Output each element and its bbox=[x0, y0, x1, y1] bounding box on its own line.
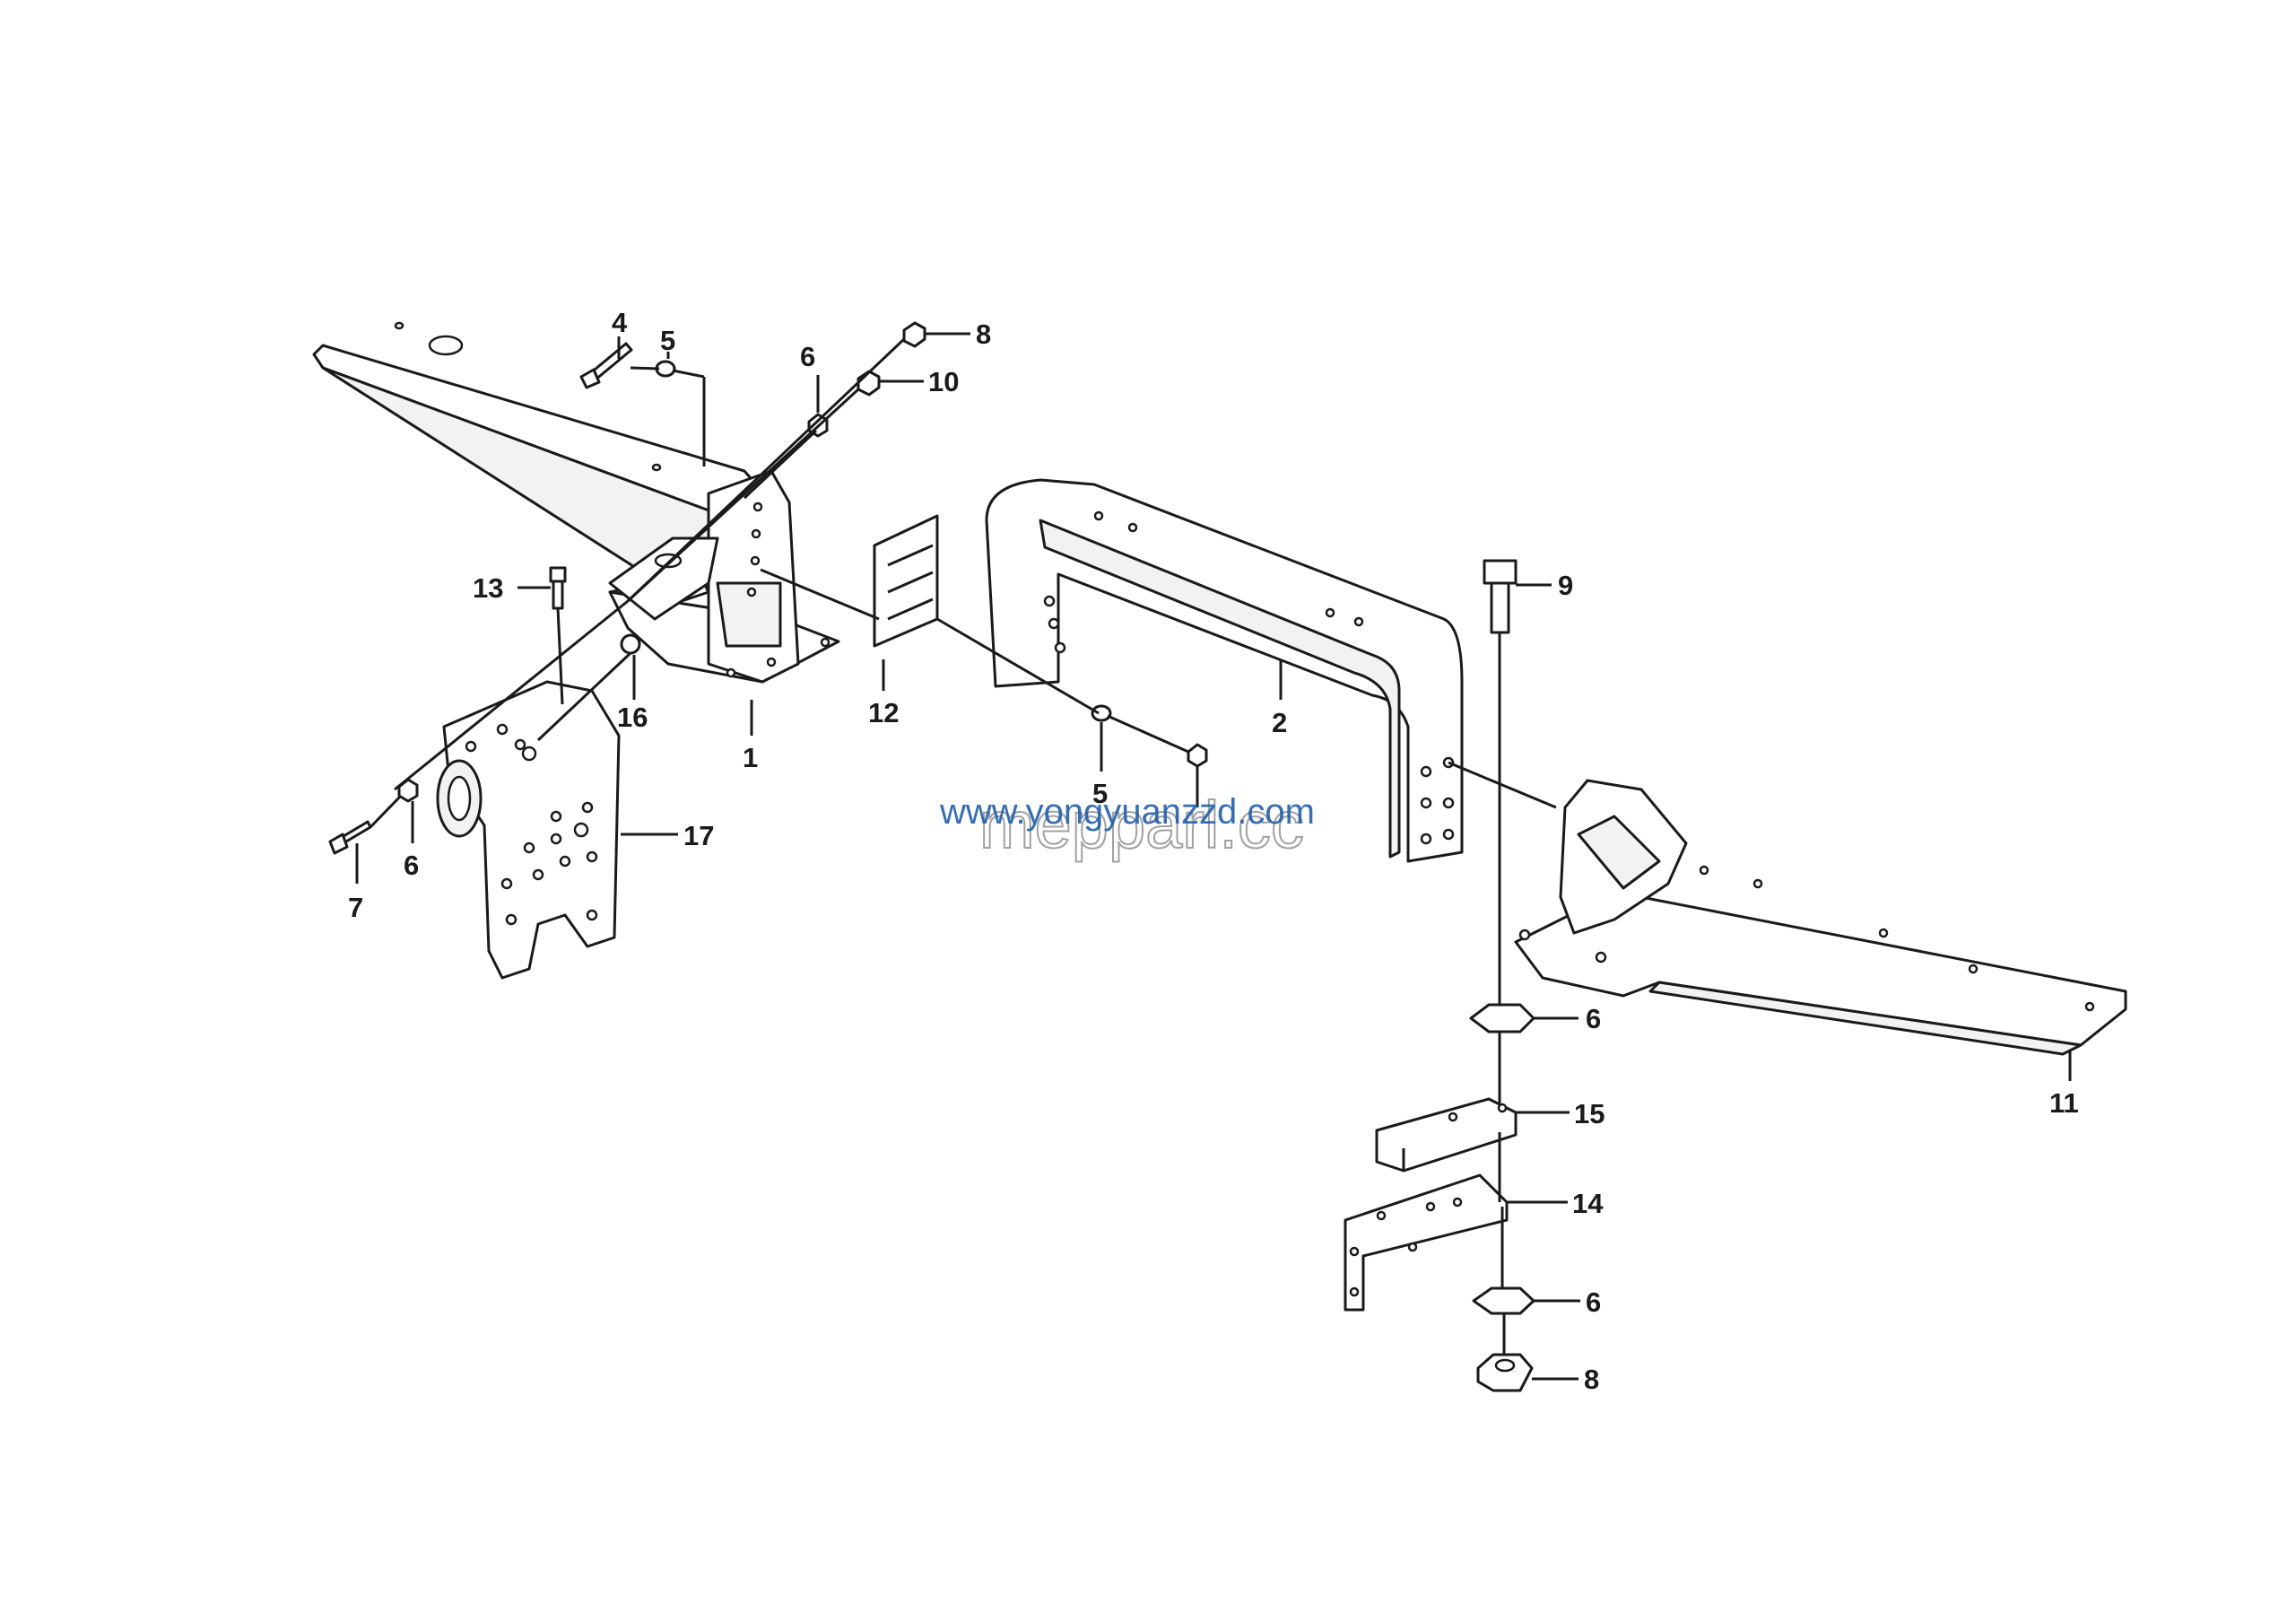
callout-1: 1 bbox=[743, 742, 758, 773]
callout-10: 10 bbox=[928, 366, 959, 397]
part-2-u-bridge bbox=[985, 478, 1464, 863]
callout-15: 15 bbox=[1574, 1098, 1605, 1129]
part-4-bolt bbox=[579, 342, 633, 389]
callout-5: 5 bbox=[660, 325, 675, 356]
part-1-left-arm-bracket bbox=[312, 321, 840, 684]
part-17-mounting-plate bbox=[436, 680, 621, 980]
part-8-nut bbox=[902, 321, 926, 348]
callout-2: 2 bbox=[1272, 707, 1287, 738]
part-9-bolt bbox=[1483, 559, 1518, 634]
callout-9: 9 bbox=[1558, 570, 1573, 601]
watermark: mepparl.cc www.yongyuanzzd.com bbox=[939, 787, 1315, 863]
callout-13: 13 bbox=[473, 572, 503, 604]
assembly-lines bbox=[355, 332, 2072, 1381]
part-12-shim-plate bbox=[873, 514, 939, 648]
callout-8: 8 bbox=[976, 318, 991, 350]
callout-6-right-upper: 6 bbox=[1586, 1003, 1601, 1034]
part-15-spacer-bar bbox=[1375, 1097, 1518, 1173]
callout-6-right-lower: 6 bbox=[1586, 1286, 1601, 1318]
watermark-url: www.yongyuanzzd.com bbox=[939, 792, 1315, 832]
part-7-bolt bbox=[328, 820, 372, 855]
part-6-flange-nut-lower bbox=[1472, 1286, 1535, 1315]
callout-12: 12 bbox=[868, 697, 899, 728]
watermark-logo: mepparl.cc bbox=[979, 788, 1304, 862]
callout-11: 11 bbox=[2049, 1087, 2079, 1119]
callout-8-right: 8 bbox=[1584, 1364, 1599, 1395]
callout-14: 14 bbox=[1572, 1188, 1604, 1219]
part-5-washer-center bbox=[1091, 704, 1112, 722]
callout-17: 17 bbox=[683, 820, 714, 851]
callout-labels: 4 5 6 8 10 13 16 1 12 2 9 17 7 6 5 11 6 … bbox=[348, 307, 2079, 1395]
part-13-bolt bbox=[549, 566, 567, 610]
part-14-angle-plate bbox=[1344, 1173, 1509, 1312]
callout-7: 7 bbox=[348, 892, 363, 923]
callout-16: 16 bbox=[617, 702, 648, 733]
center-nut bbox=[1187, 743, 1208, 768]
callout-6-lower-left: 6 bbox=[404, 850, 419, 881]
callout-6: 6 bbox=[800, 341, 815, 372]
callout-4: 4 bbox=[612, 307, 628, 338]
callout-5-center: 5 bbox=[1092, 778, 1108, 809]
part-8-nut-lower bbox=[1476, 1353, 1534, 1392]
part-11-right-arm bbox=[1514, 779, 2127, 1056]
part-6-flange-nut-upper bbox=[1469, 1003, 1535, 1033]
part-16-pin bbox=[620, 633, 641, 655]
part-10-nut bbox=[857, 370, 881, 397]
